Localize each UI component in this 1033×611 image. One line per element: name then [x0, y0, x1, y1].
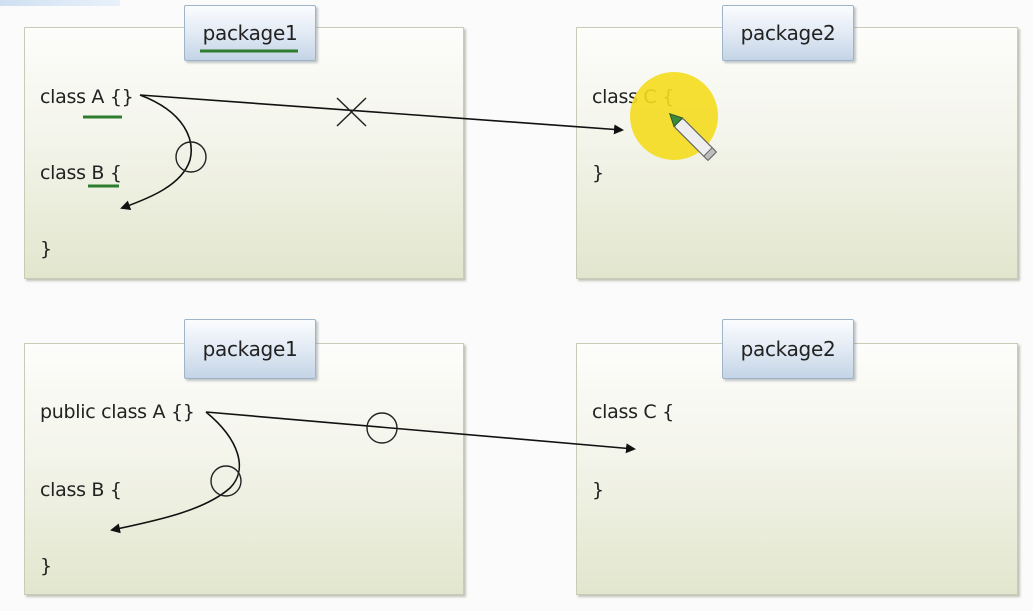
bottom-package2-tab: package2	[722, 319, 854, 379]
bottom-allowed-circle-icon	[210, 465, 242, 497]
bottom-a-to-b-arrow	[110, 411, 241, 534]
top-package2-box	[576, 27, 1018, 279]
bottom-package1-tab: package1	[184, 319, 316, 379]
top-package2-tab: package2	[722, 5, 854, 61]
top-blocked-x-icon	[336, 97, 367, 127]
bottom-a-to-c-arrow	[205, 411, 636, 454]
bottom-package1-label: package1	[202, 337, 298, 361]
bottom-class-b-line: class B {	[40, 479, 122, 501]
top-class-a-line: class A {}	[40, 86, 134, 108]
bottom-package1-close-brace: }	[40, 555, 52, 577]
bottom-allowed-crossing-circle-icon	[366, 412, 398, 444]
bottom-package2-label: package2	[740, 337, 836, 361]
top-package1-box	[24, 27, 464, 279]
pencil-cursor-icon	[668, 112, 718, 162]
bottom-class-c-line: class C {	[592, 401, 674, 423]
top-package2-close-brace: }	[592, 162, 604, 184]
bottom-package2-close-brace: }	[592, 479, 604, 501]
top-package1-label: package1	[202, 21, 298, 45]
top-class-b-line: class B {	[40, 162, 122, 184]
top-a-to-c-arrow	[139, 94, 624, 135]
bottom-package1-box	[24, 343, 464, 595]
bottom-public-class-a-line: public class A {}	[40, 401, 195, 423]
top-package2-label: package2	[740, 21, 836, 45]
top-allowed-circle-icon	[175, 141, 207, 173]
top-package1-close-brace: }	[40, 238, 52, 260]
window-corner-strip	[0, 0, 120, 6]
top-a-to-b-arrow	[120, 94, 192, 211]
